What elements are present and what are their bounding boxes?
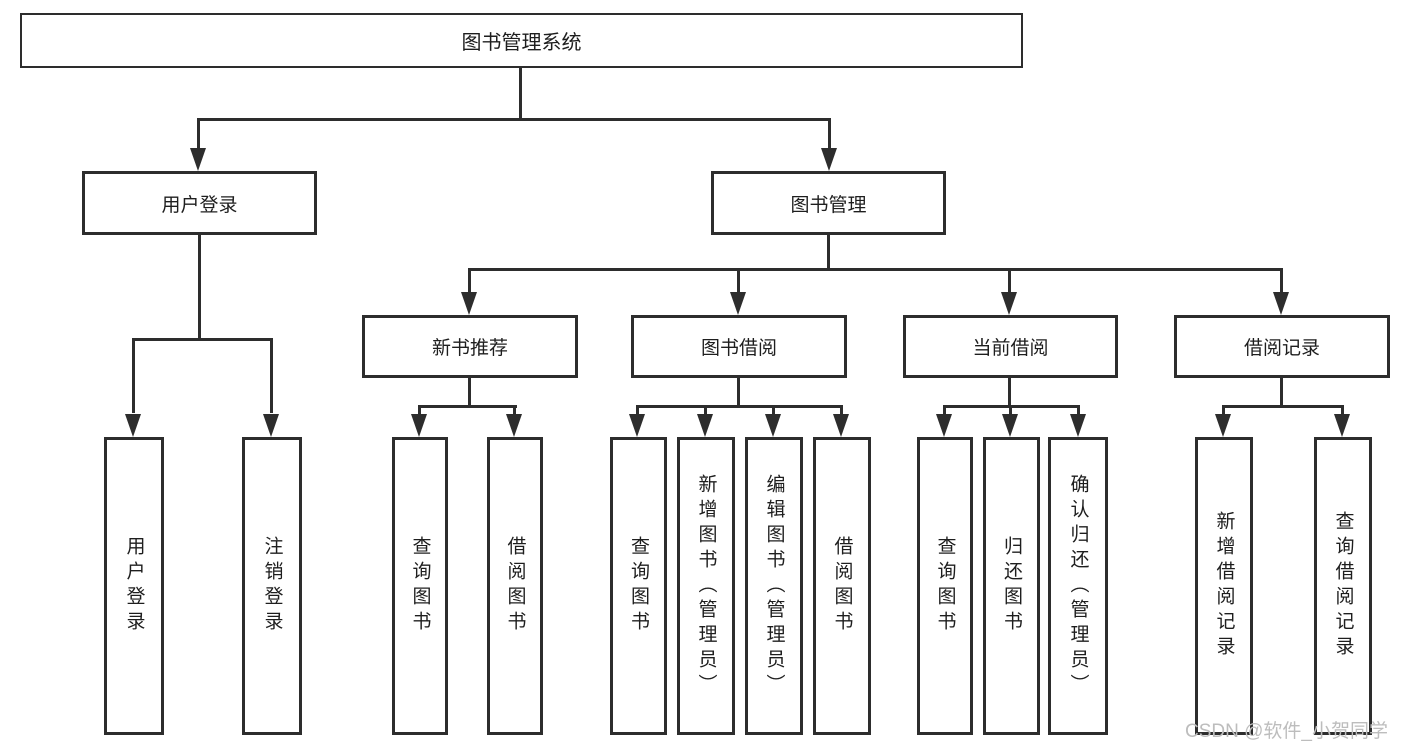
node-label: 编辑图书（管理员）: [763, 473, 785, 699]
node-book-borrow: 图书借阅: [631, 315, 847, 378]
leaf-query-borrow-record: 查询借阅记录: [1314, 437, 1372, 735]
node-label: 图书借阅: [700, 338, 777, 359]
arrowhead-down-icon: [936, 414, 952, 437]
connector-line: [704, 405, 707, 417]
connector-line: [513, 405, 516, 417]
connector-line: [468, 268, 471, 294]
csdn-watermark: CSDN @软件_小贺同学: [1185, 721, 1388, 742]
connector-line: [197, 118, 200, 151]
leaf-edit-book-admin: 编辑图书（管理员）: [745, 437, 803, 735]
connector-line: [827, 235, 830, 271]
connector-line: [943, 405, 946, 417]
node-book-management: 图书管理: [711, 171, 946, 235]
node-label: 借阅记录: [1243, 338, 1320, 359]
leaf-query-books-current: 查询图书: [917, 437, 973, 735]
connector-line: [418, 405, 517, 408]
leaf-borrow-books-recommend: 借阅图书: [487, 437, 543, 735]
leaf-user-login: 用户登录: [104, 437, 164, 735]
leaf-logout: 注销登录: [242, 437, 302, 735]
leaf-add-book-admin: 新增图书（管理员）: [677, 437, 735, 735]
node-label: 新增借阅记录: [1213, 511, 1235, 661]
arrowhead-down-icon: [263, 414, 279, 437]
node-library-management-system: 图书管理系统: [20, 13, 1023, 68]
arrowhead-down-icon: [1273, 292, 1289, 315]
leaf-query-books-borrow: 查询图书: [610, 437, 667, 735]
connector-line: [468, 378, 471, 408]
arrowhead-down-icon: [461, 292, 477, 315]
node-label: 用户登录: [123, 536, 145, 636]
node-new-book-recommend: 新书推荐: [362, 315, 578, 378]
node-label: 图书管理系统: [461, 32, 582, 54]
node-label: 查询图书: [628, 536, 649, 636]
arrowhead-down-icon: [629, 414, 645, 437]
node-borrow-records: 借阅记录: [1174, 315, 1390, 378]
node-label: 当前借阅: [972, 338, 1049, 359]
connector-line: [1280, 378, 1283, 408]
connector-line: [1077, 405, 1080, 417]
node-label: 新书推荐: [431, 338, 508, 359]
node-label: 查询图书: [409, 536, 431, 636]
connector-line: [1008, 268, 1011, 294]
node-label: 借阅图书: [504, 536, 526, 636]
connector-line: [840, 405, 843, 417]
node-user-login: 用户登录: [82, 171, 317, 235]
connector-line: [198, 235, 201, 340]
connector-line: [1222, 405, 1344, 408]
arrowhead-down-icon: [506, 414, 522, 437]
arrowhead-down-icon: [1334, 414, 1350, 437]
connector-line: [636, 405, 639, 417]
node-label: 新增图书（管理员）: [695, 473, 717, 699]
arrowhead-down-icon: [697, 414, 713, 437]
connector-line: [772, 405, 775, 417]
connector-line: [132, 338, 135, 413]
leaf-add-borrow-record: 新增借阅记录: [1195, 437, 1253, 735]
connector-line: [132, 338, 273, 341]
connector-line: [519, 68, 522, 120]
node-label: 确认归还（管理员）: [1067, 473, 1089, 699]
connector-line: [737, 268, 740, 294]
connector-line: [1341, 405, 1344, 417]
arrowhead-down-icon: [1215, 414, 1231, 437]
node-current-borrow: 当前借阅: [903, 315, 1118, 378]
connector-line: [418, 405, 421, 417]
arrowhead-down-icon: [765, 414, 781, 437]
connector-line: [636, 405, 843, 408]
arrowhead-down-icon: [821, 148, 837, 171]
connector-line: [828, 118, 831, 151]
leaf-query-books-recommend: 查询图书: [392, 437, 448, 735]
arrowhead-down-icon: [1002, 414, 1018, 437]
arrowhead-down-icon: [833, 414, 849, 437]
node-label: 查询图书: [934, 536, 956, 636]
leaf-borrow-books: 借阅图书: [813, 437, 871, 735]
connector-line: [1222, 405, 1225, 417]
connector-line: [270, 338, 273, 413]
connector-line: [1008, 378, 1011, 408]
connector-line: [197, 118, 831, 121]
arrowhead-down-icon: [190, 148, 206, 171]
connector-line: [737, 378, 740, 408]
arrowhead-down-icon: [730, 292, 746, 315]
arrowhead-down-icon: [1001, 292, 1017, 315]
leaf-return-books: 归还图书: [983, 437, 1040, 735]
node-label: 注销登录: [261, 536, 283, 636]
arrowhead-down-icon: [1070, 414, 1086, 437]
leaf-confirm-return-admin: 确认归还（管理员）: [1048, 437, 1108, 735]
connector-line: [468, 268, 1283, 271]
node-label: 归还图书: [1001, 536, 1022, 636]
arrowhead-down-icon: [411, 414, 427, 437]
node-label: 查询借阅记录: [1332, 511, 1354, 661]
connector-line: [1280, 268, 1283, 294]
arrowhead-down-icon: [125, 414, 141, 437]
connector-line: [1009, 405, 1012, 417]
node-label: 用户登录: [161, 194, 238, 216]
node-label: 图书管理: [790, 194, 867, 216]
node-label: 借阅图书: [831, 536, 853, 636]
